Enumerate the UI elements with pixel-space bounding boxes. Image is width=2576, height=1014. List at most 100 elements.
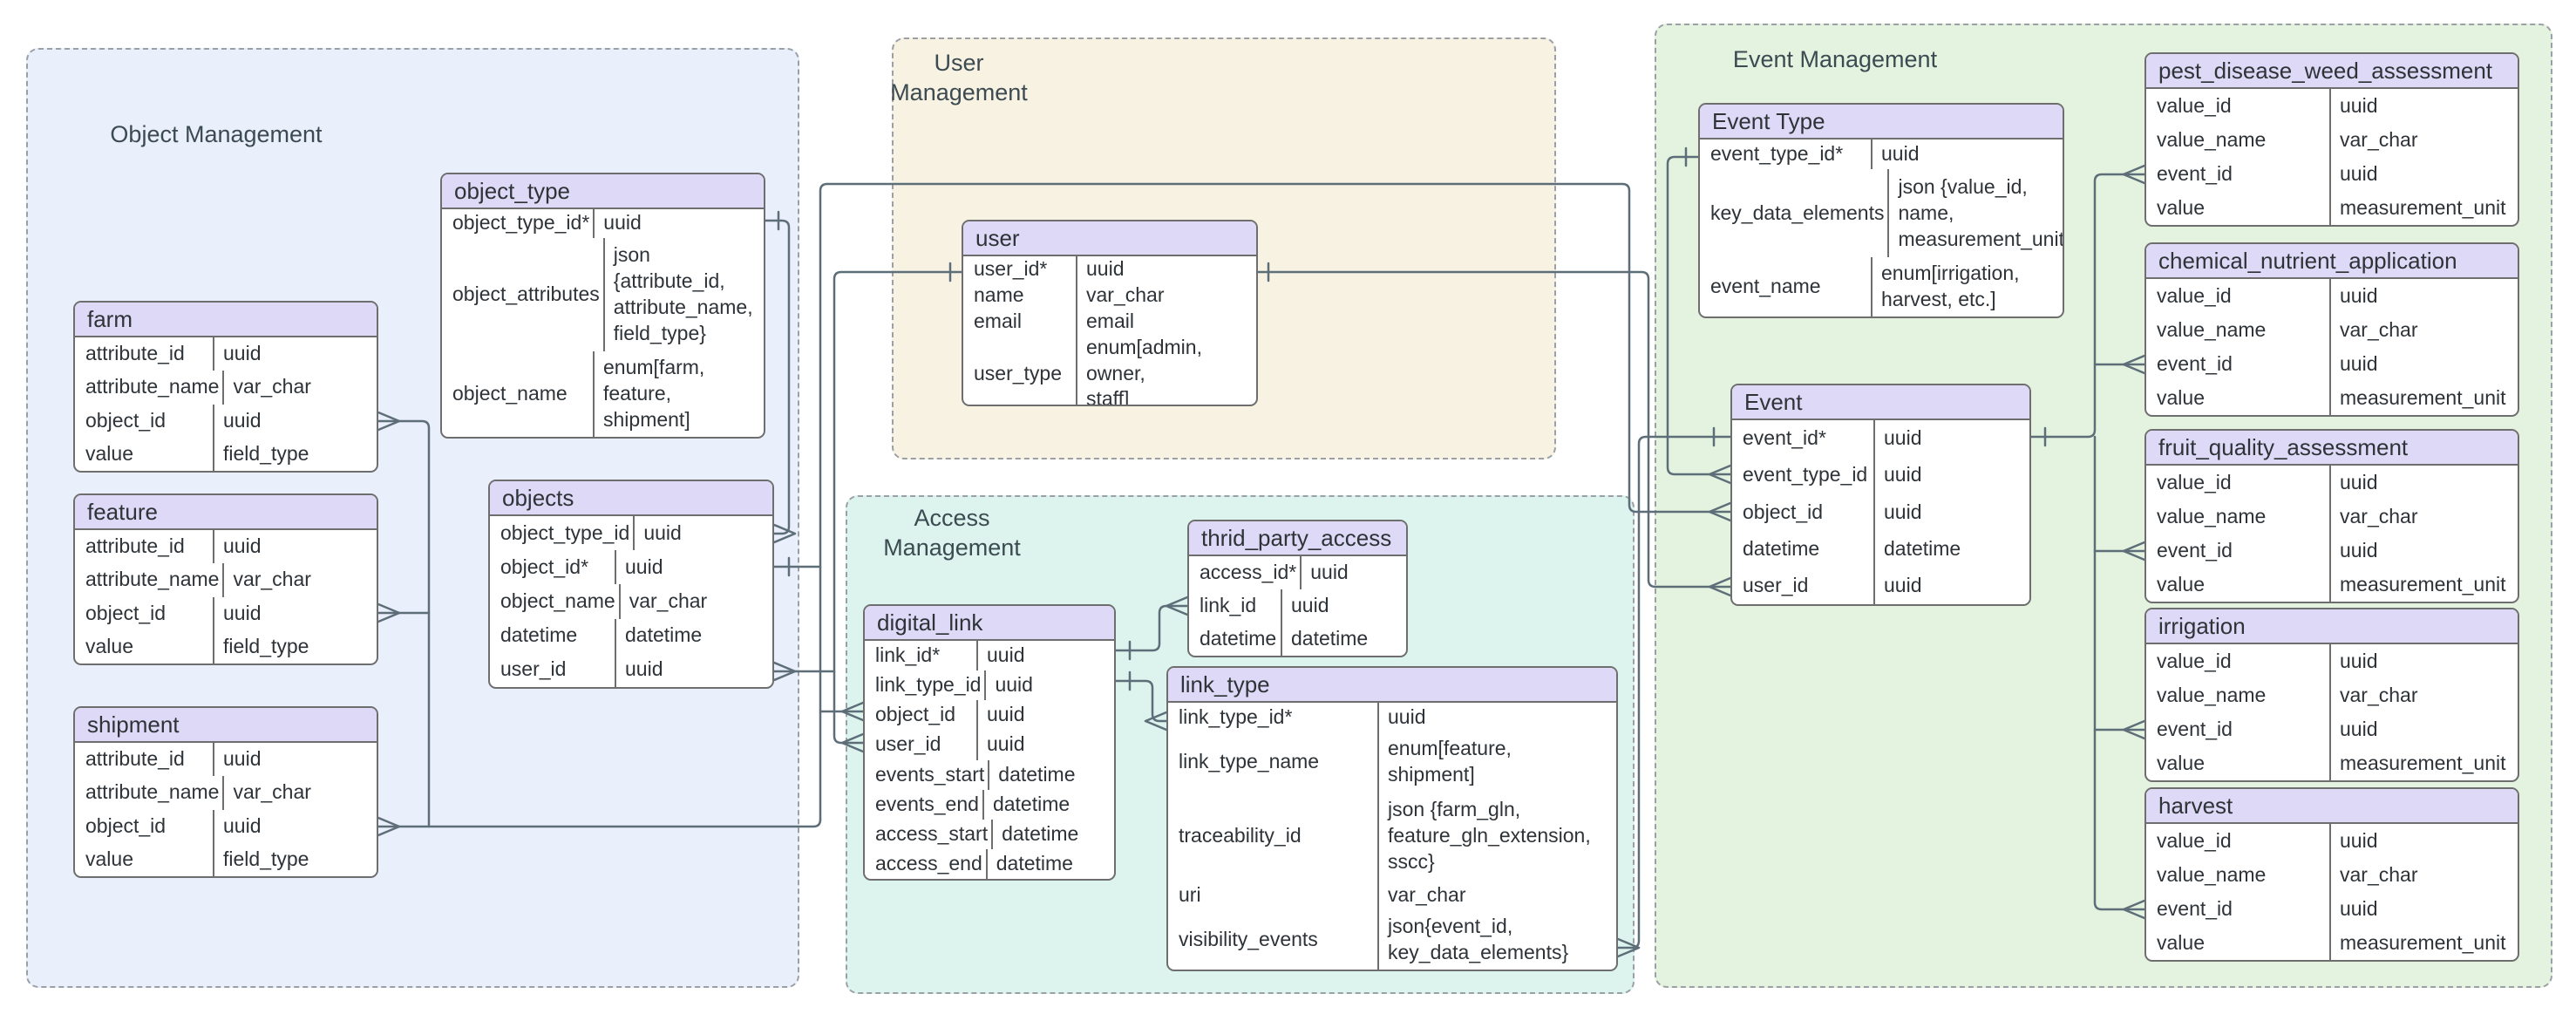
relationship-line (1114, 679, 1168, 723)
table-title-shipment: shipment (75, 708, 377, 743)
crows-foot-many-icon (2122, 541, 2146, 561)
field-type: measurement_unit (2329, 381, 2518, 415)
field-type: uuid (2329, 279, 2518, 313)
field-type: uuid (1873, 493, 2029, 531)
table-row: object_id*uuid (490, 550, 772, 585)
field-name: event_name (1710, 275, 1821, 298)
group-label-event-management: Event Management (1732, 46, 1938, 72)
field-type: uuid (633, 516, 772, 551)
field-type: var_char (2329, 500, 2518, 534)
field-name: user_type (974, 361, 1063, 385)
field-name: email (974, 309, 1022, 332)
field-name: object_id (875, 703, 956, 726)
field-name: value_name (2157, 862, 2267, 886)
field-type: uuid (1873, 457, 2029, 494)
table-title-pest_disease_weed_assessment: pest_disease_weed_assessment (2146, 54, 2518, 89)
crows-foot-many-icon (772, 661, 797, 682)
field-type: measurement_unit (2329, 746, 2518, 780)
field-type: var_char (2329, 678, 2518, 712)
field-type: enum[feature, shipment] (1377, 732, 1616, 792)
field-type: datetime (988, 759, 1114, 790)
field-name: traceability_id (1179, 824, 1302, 847)
field-type: measurement_unit (2329, 191, 2518, 225)
field-type: datetime (1873, 530, 2029, 568)
relationship-line (1256, 270, 1732, 589)
field-name: attribute_id (85, 534, 185, 558)
field-name: object_type_id* (452, 211, 590, 235)
field-name: user_id (875, 732, 941, 756)
field-type: uuid (213, 404, 377, 438)
field-name: datetime (500, 623, 578, 647)
crows-foot-many-icon (2122, 719, 2146, 740)
field-name: event_id (2157, 896, 2233, 920)
field-type: measurement_unit (2329, 568, 2518, 602)
field-name: object_id (1743, 500, 1824, 523)
field-name: value (2157, 751, 2205, 774)
field-name: object_attributes (452, 282, 600, 305)
crows-foot-many-icon (1616, 937, 1641, 958)
field-name: access_end (875, 851, 982, 874)
table-title-farm: farm (75, 303, 377, 337)
field-type: datetime (982, 789, 1114, 820)
field-name: attribute_name (85, 780, 220, 804)
field-name: attribute_id (85, 747, 185, 771)
field-type: measurement_unit (2329, 926, 2518, 960)
field-type: uuid (2329, 89, 2518, 123)
field-type: uuid (2329, 347, 2518, 381)
field-name: event_id (2157, 717, 2233, 740)
crows-foot-many-icon (377, 816, 401, 837)
crows-foot-many-icon (1708, 501, 1732, 522)
relationship-line (764, 219, 791, 535)
field-name: attribute_name (85, 568, 220, 591)
field-type: uuid (2329, 644, 2518, 678)
crows-foot-many-icon (377, 411, 401, 432)
field-type: uuid (1377, 703, 1616, 732)
field-type: var_char (222, 776, 377, 810)
table-title-chemical_nutrient_application: chemical_nutrient_application (2146, 244, 2518, 279)
